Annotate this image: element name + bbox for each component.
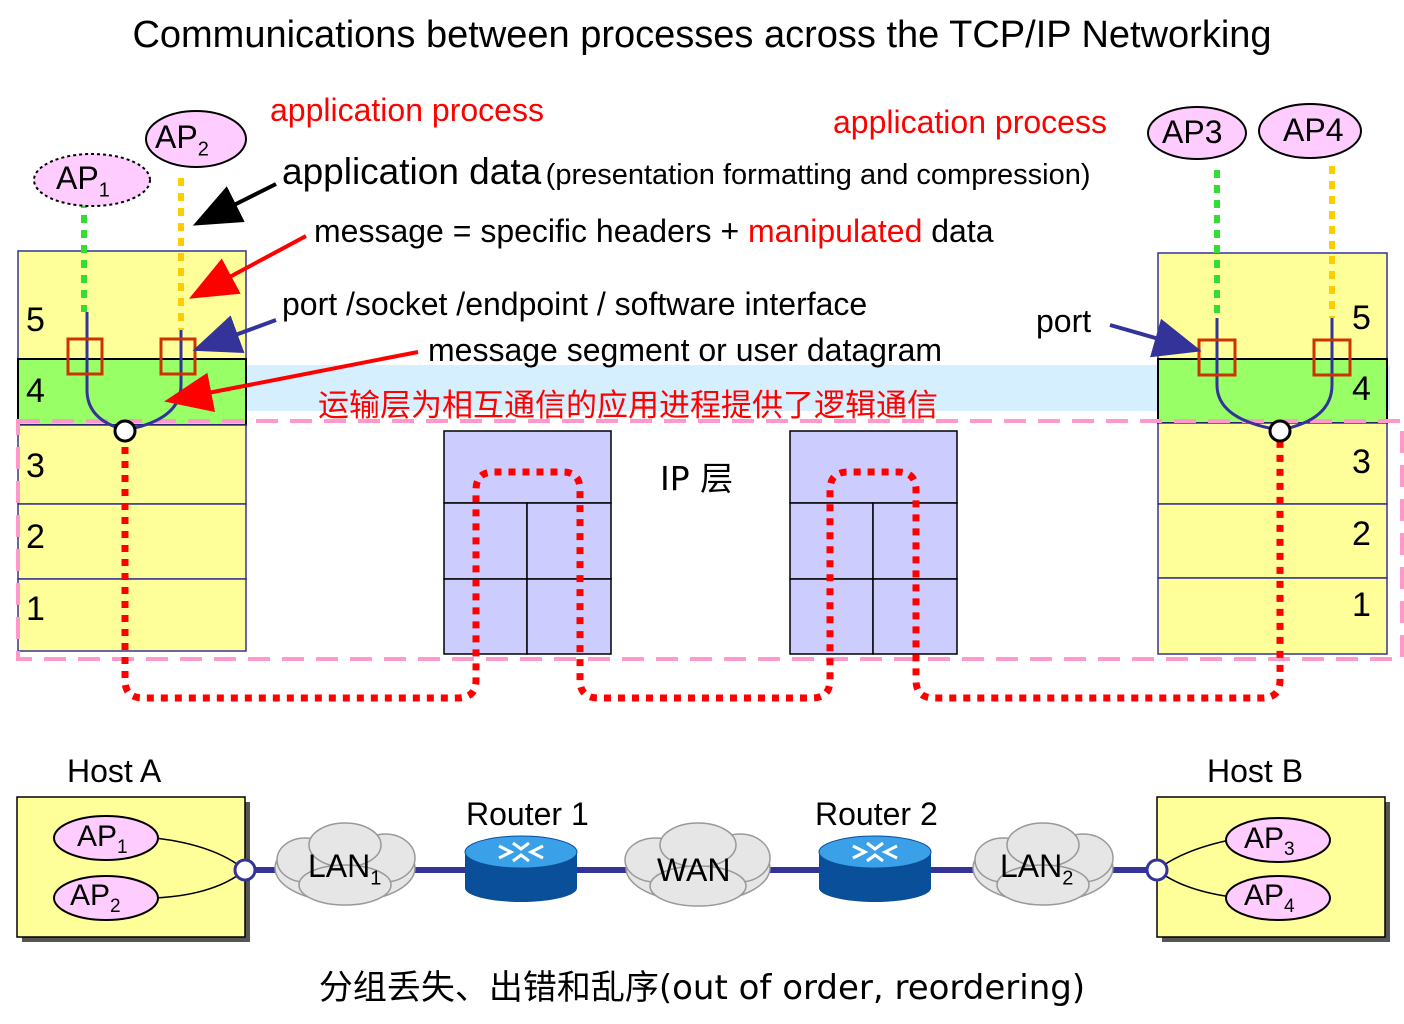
lan1-sub: 1 bbox=[370, 867, 382, 890]
segment-label: message segment or user datagram bbox=[428, 332, 943, 368]
host-a-ap1-name: AP bbox=[77, 820, 118, 853]
transport-note: 运输层为相互通信的应用进程提供了逻辑通信 bbox=[318, 388, 938, 424]
host-b-transport-paths bbox=[1197, 166, 1352, 443]
host-a-layer-1: 1 bbox=[26, 590, 45, 628]
host-b-layer-1: 1 bbox=[1352, 586, 1371, 624]
ap3-top-label: AP3 bbox=[1162, 114, 1223, 150]
host-a-ap1-label: AP1 bbox=[77, 820, 128, 859]
segment-arrow bbox=[164, 350, 419, 412]
app-data-label: application data (presentation formattin… bbox=[282, 151, 1090, 193]
app-process-label-right: application process bbox=[833, 104, 1107, 140]
host-a-layer-3: 3 bbox=[26, 447, 45, 485]
router-1-label: Router 1 bbox=[466, 796, 589, 832]
message-prefix: message = specific headers + bbox=[314, 213, 749, 249]
host-b-ap4-sub: 4 bbox=[1284, 896, 1295, 917]
ap1-top-label: AP1 bbox=[56, 160, 110, 202]
port-arrow-left bbox=[192, 315, 277, 353]
lan2-cloud-icon bbox=[972, 822, 1114, 906]
page-title: Communications between processes across … bbox=[132, 14, 1272, 56]
host-a-layer-5: 5 bbox=[26, 301, 45, 339]
host-a-label: Host A bbox=[67, 753, 162, 789]
host-b-ap4-label: AP4 bbox=[1244, 879, 1295, 918]
host-a-ap2-sub: 2 bbox=[110, 896, 121, 917]
packet-path bbox=[121, 433, 1284, 702]
message-label: message = specific headers + manipulated… bbox=[314, 213, 994, 250]
host-a-layer-2: 2 bbox=[26, 518, 45, 556]
host-a-ap1-sub: 1 bbox=[117, 837, 128, 858]
host-b-layer-2: 2 bbox=[1352, 515, 1371, 553]
router-2-icon bbox=[818, 835, 932, 902]
ap2-top-name: AP bbox=[155, 119, 198, 155]
host-b-ap3-name: AP bbox=[1244, 822, 1285, 855]
port-arrow-right bbox=[1109, 318, 1202, 358]
lan1-cloud-icon bbox=[274, 822, 416, 906]
ap2-top-label: AP2 bbox=[155, 119, 209, 161]
footer-caption: 分组丢失、出错和乱序(out of order, reordering) bbox=[318, 968, 1086, 1008]
message-arrow bbox=[188, 234, 307, 299]
host-b-stack bbox=[1157, 252, 1388, 655]
host-a-layer-4: 4 bbox=[26, 372, 45, 410]
ap2-top-ellipse bbox=[145, 110, 247, 168]
port-socket-label: port /socket /endpoint / software interf… bbox=[282, 286, 868, 322]
ap1-top-name: AP bbox=[56, 160, 99, 196]
app-process-label-left: application process bbox=[270, 92, 544, 128]
ap4-top-ellipse bbox=[1258, 103, 1362, 159]
ap1-top-ellipse bbox=[33, 153, 151, 207]
ap2-top-sub: 2 bbox=[197, 138, 209, 161]
router-2-label: Router 2 bbox=[815, 796, 938, 832]
lan2-name: LAN bbox=[1000, 848, 1063, 884]
ip-layer-label: IP 层 bbox=[660, 459, 734, 498]
host-b-ap4-name: AP bbox=[1244, 879, 1285, 912]
message-highlight: manipulated bbox=[748, 213, 923, 249]
host-a-ap2-label: AP2 bbox=[70, 879, 121, 918]
host-a-transport-paths bbox=[66, 178, 197, 443]
wan-label: WAN bbox=[657, 852, 731, 888]
app-data-arrow bbox=[192, 182, 277, 226]
lan2-sub: 2 bbox=[1062, 867, 1074, 890]
host-b-layer-3: 3 bbox=[1352, 443, 1371, 481]
host-b-layer-5: 5 bbox=[1352, 299, 1371, 337]
message-suffix: data bbox=[922, 213, 994, 249]
host-b-label: Host B bbox=[1207, 753, 1304, 789]
host-a-stack bbox=[17, 250, 247, 652]
app-data-text: application data bbox=[282, 151, 542, 192]
ip-layer-boundary bbox=[16, 419, 1404, 661]
ap3-top-ellipse bbox=[1147, 106, 1247, 160]
host-b-layer-4: 4 bbox=[1352, 370, 1371, 408]
wan-cloud-icon bbox=[624, 822, 771, 907]
lan1-name: LAN bbox=[308, 848, 371, 884]
router-1-icon bbox=[464, 835, 578, 902]
app-data-note: (presentation formatting and compression… bbox=[545, 159, 1091, 191]
host-a-ap2-name: AP bbox=[70, 879, 111, 912]
port-label-right: port bbox=[1036, 303, 1092, 339]
host-b-ap3-label: AP3 bbox=[1244, 822, 1295, 861]
lan1-label: LAN1 bbox=[308, 848, 381, 890]
router-2-stack bbox=[789, 430, 958, 655]
host-b-ap3-sub: 3 bbox=[1284, 839, 1295, 860]
lan2-label: LAN2 bbox=[1000, 848, 1073, 890]
router-1-stack bbox=[443, 430, 612, 655]
network-bottom bbox=[16, 796, 1390, 942]
ap4-top-label: AP4 bbox=[1283, 112, 1344, 148]
ap1-top-sub: 1 bbox=[98, 179, 110, 202]
